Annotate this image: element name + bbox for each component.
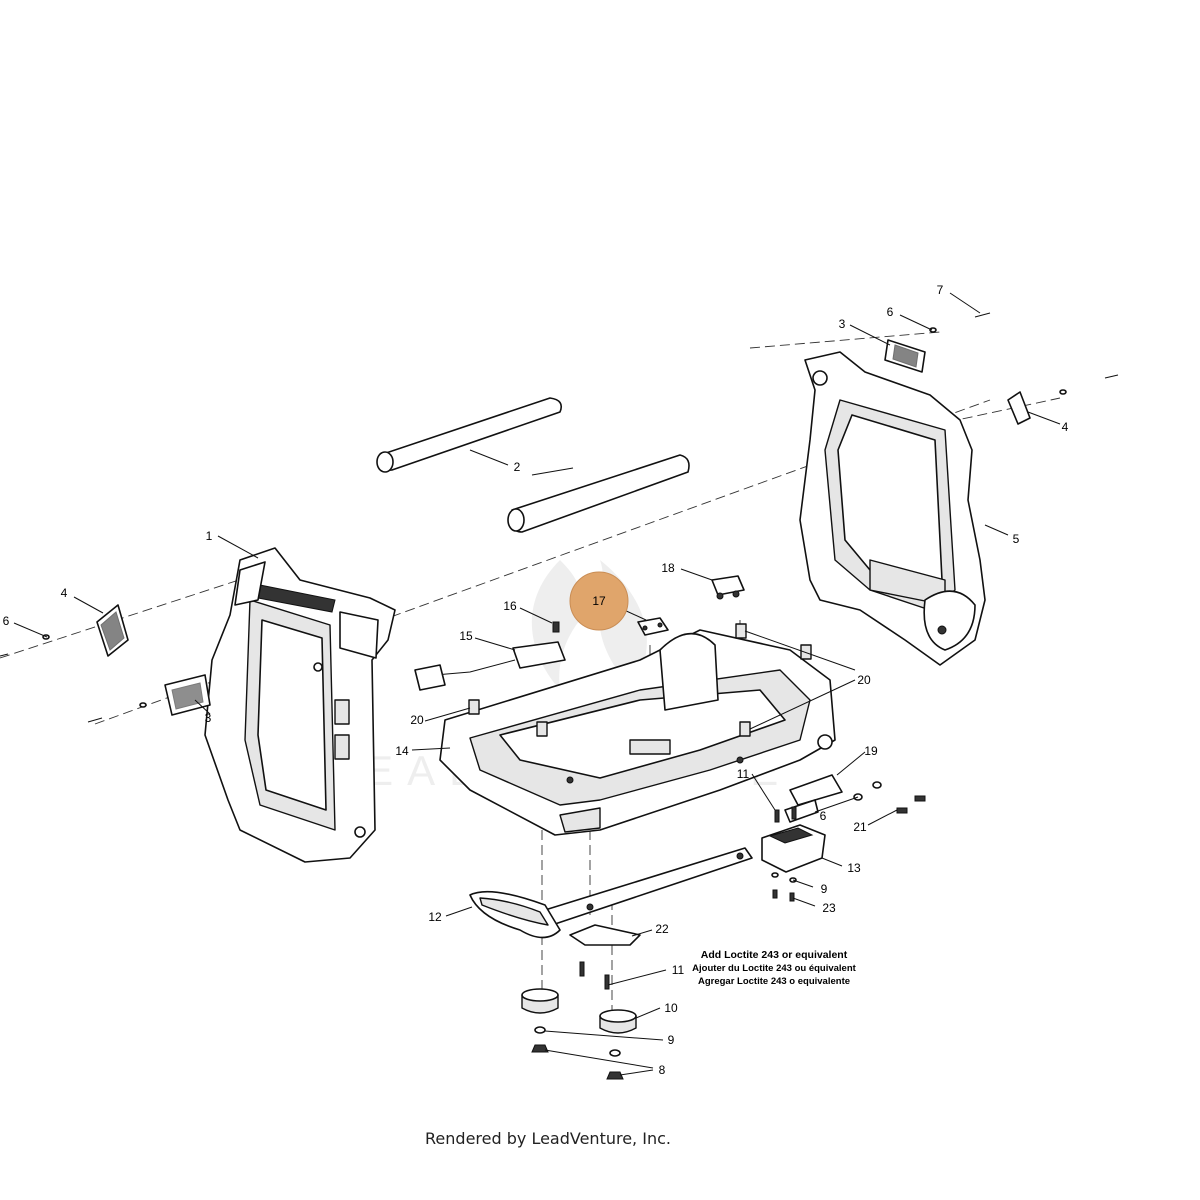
callout-1[interactable]: 1 bbox=[206, 529, 213, 543]
callout-4-left[interactable]: 4 bbox=[61, 586, 68, 600]
part-wiring-module[interactable] bbox=[414, 641, 566, 691]
part-bracket-18[interactable] bbox=[711, 575, 745, 600]
part-front-frame[interactable] bbox=[204, 547, 396, 863]
part-bottom-hardware[interactable] bbox=[531, 1026, 624, 1080]
highlight-marker[interactable] bbox=[569, 571, 629, 631]
callout-18[interactable]: 18 bbox=[661, 561, 675, 575]
callout-6-right[interactable]: 6 bbox=[820, 809, 827, 823]
callout-12[interactable]: 12 bbox=[428, 910, 442, 924]
callout-labels: 1 2 3 3 4 4 5 6 6 6 7 8 9 9 10 11 11 12 … bbox=[3, 283, 1069, 1077]
callout-7[interactable]: 7 bbox=[937, 283, 944, 297]
callout-3-right[interactable]: 3 bbox=[839, 317, 846, 331]
callout-20-left[interactable]: 20 bbox=[410, 713, 424, 727]
callout-22[interactable]: 22 bbox=[655, 922, 669, 936]
part-vent-plate-right[interactable] bbox=[884, 339, 926, 373]
part-rubber-feet[interactable] bbox=[521, 988, 637, 1034]
note-line-fr: Ajouter du Loctite 243 ou équivalent bbox=[692, 963, 856, 974]
callout-11-upper[interactable]: 11 bbox=[737, 767, 750, 781]
note-line-es: Agregar Loctite 243 o equivalente bbox=[698, 976, 850, 987]
callout-15[interactable]: 15 bbox=[459, 629, 473, 643]
callout-4-right[interactable]: 4 bbox=[1062, 420, 1069, 434]
part-foot-13[interactable] bbox=[761, 824, 826, 873]
part-bracket-17[interactable] bbox=[637, 617, 669, 636]
callout-21[interactable]: 21 bbox=[853, 820, 867, 834]
part-screws-11[interactable] bbox=[579, 961, 610, 990]
part-vent-plate-left[interactable] bbox=[164, 674, 211, 716]
callout-11-lower[interactable]: 11 bbox=[672, 963, 685, 977]
part-plate-22[interactable] bbox=[569, 924, 641, 946]
callout-6-left[interactable]: 6 bbox=[3, 614, 10, 628]
part-hardware-9-23[interactable] bbox=[771, 872, 797, 902]
callout-6-top[interactable]: 6 bbox=[887, 305, 894, 319]
callout-2[interactable]: 2 bbox=[514, 460, 521, 474]
part-screen-left[interactable] bbox=[96, 604, 129, 657]
loctite-note: Add Loctite 243 or equivalent Ajouter du… bbox=[692, 949, 856, 987]
callout-19[interactable]: 19 bbox=[864, 744, 878, 758]
part-handle-tubes[interactable] bbox=[376, 397, 690, 533]
callout-17[interactable]: 17 bbox=[592, 594, 606, 608]
part-screw-16[interactable] bbox=[552, 621, 560, 633]
part-rail-12[interactable] bbox=[469, 847, 753, 939]
callout-23[interactable]: 23 bbox=[822, 901, 836, 915]
render-credit: Rendered by LeadVenture, Inc. bbox=[425, 1129, 671, 1148]
part-screen-right[interactable] bbox=[1007, 391, 1031, 425]
callout-9-lower[interactable]: 9 bbox=[668, 1033, 675, 1047]
callout-13[interactable]: 13 bbox=[847, 861, 861, 875]
part-base-tray[interactable] bbox=[439, 629, 836, 836]
callout-16[interactable]: 16 bbox=[503, 599, 517, 613]
part-hardware-right[interactable] bbox=[774, 781, 926, 823]
callout-5[interactable]: 5 bbox=[1013, 532, 1020, 546]
callout-9-upper[interactable]: 9 bbox=[821, 882, 828, 896]
callout-10[interactable]: 10 bbox=[664, 1001, 678, 1015]
callout-8[interactable]: 8 bbox=[659, 1063, 666, 1077]
part-rear-frame[interactable] bbox=[799, 351, 986, 666]
callout-20-right[interactable]: 20 bbox=[857, 673, 871, 687]
leader-lines bbox=[13, 292, 1061, 1076]
callout-3-left[interactable]: 3 bbox=[205, 711, 212, 725]
callout-14[interactable]: 14 bbox=[395, 744, 409, 758]
note-line-en: Add Loctite 243 or equivalent bbox=[701, 949, 848, 961]
